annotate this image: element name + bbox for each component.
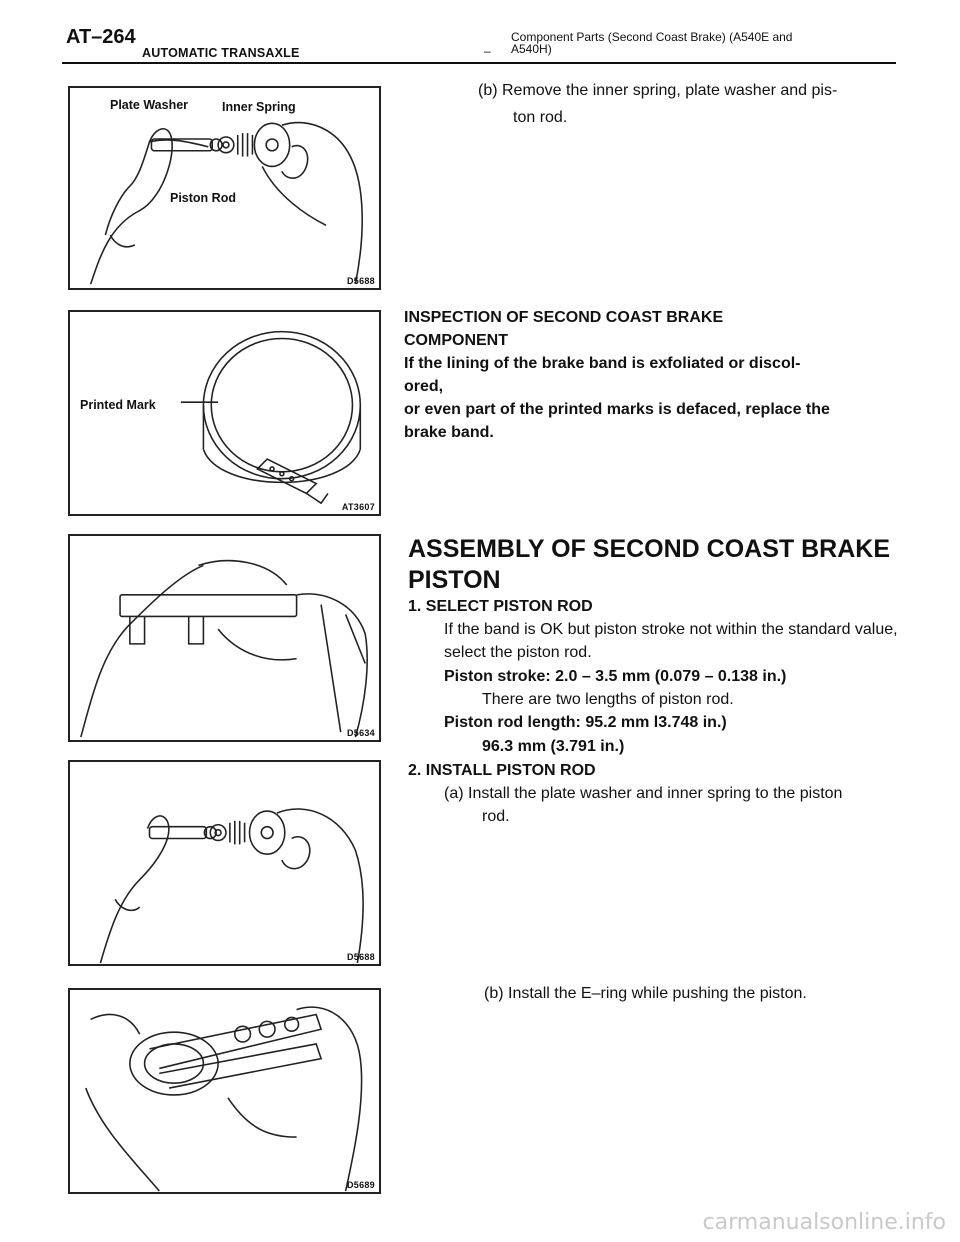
hands-piston-rod-illustration	[89, 121, 363, 285]
remove-step-line2: ton rod.	[513, 109, 568, 126]
figure-code: D5688	[346, 952, 375, 962]
caliper-hands-illustration	[80, 559, 368, 738]
step2b-text: (b) Install the E–ring while pushing the…	[484, 985, 807, 1002]
piston-rod-length-alt: 96.3 mm (3.791 in.)	[482, 738, 625, 755]
header-rule	[62, 62, 896, 64]
header-separator: –	[484, 44, 491, 58]
piston-rod-length-spec: Piston rod length: 95.2 mm l3.748 in.)	[444, 714, 727, 731]
brake-band-illustration	[180, 330, 362, 505]
figure-code: D5634	[346, 728, 375, 738]
piston-stroke-spec: Piston stroke: 2.0 – 3.5 mm (0.079 – 0.1…	[444, 668, 787, 685]
figure-code: D5688	[346, 276, 375, 286]
page-number: AT–264	[66, 26, 136, 48]
figure-install-ering: D5689	[68, 988, 381, 1194]
assembly-title-line1: ASSEMBLY OF SECOND COAST BRAKE	[408, 535, 891, 563]
pliers-ering-illustration	[85, 1006, 363, 1192]
step2a-line2: rod.	[482, 808, 510, 825]
callout-plate-washer: Plate Washer	[110, 98, 189, 112]
section-title: AUTOMATIC TRANSAXLE	[142, 46, 300, 60]
figure-install-washer: D5688	[68, 760, 381, 966]
figure-caliper-measure: D5634	[68, 534, 381, 742]
inspection-text-line5: or even part of the printed marks is def…	[404, 401, 830, 418]
inspection-text-line3: If the lining of the brake band is exfol…	[404, 355, 801, 372]
figure-code: D5689	[346, 1180, 375, 1190]
figure-remove-spring: Plate Washer Inner Spring Piston Rod D56…	[68, 86, 381, 290]
callout-printed-mark: Printed Mark	[80, 398, 156, 412]
figure-brake-band: Printed Mark AT3607	[68, 310, 381, 516]
header-subtitle: Component Parts (Second Coast Brake) (A5…	[511, 31, 811, 55]
assembly-title: ASSEMBLY OF SECOND COAST BRAKE PISTON	[408, 534, 890, 596]
header-subtitle-line2: A540H)	[511, 42, 552, 56]
hands-install-illustration	[99, 808, 364, 964]
callout-inner-spring: Inner Spring	[222, 100, 296, 114]
step1-text-line2: select the piston rod.	[444, 644, 592, 661]
inspection-heading-line2: COMPONENT	[404, 332, 508, 349]
step2-heading: 2. INSTALL PISTON ROD	[408, 762, 596, 779]
inspection-text-line4: ored,	[404, 378, 444, 395]
piston-rod-lengths-note: There are two lengths of piston rod.	[482, 691, 734, 708]
step2a-line1: (a) Install the plate washer and inner s…	[444, 785, 843, 802]
figure-code: AT3607	[341, 502, 375, 512]
remove-step-line1: (b) Remove the inner spring, plate washe…	[478, 82, 838, 99]
step1-heading: 1. SELECT PISTON ROD	[408, 598, 593, 615]
inspection-heading-line1: INSPECTION OF SECOND COAST BRAKE	[404, 309, 724, 326]
callout-piston-rod: Piston Rod	[170, 191, 236, 205]
watermark: carmanualsonline.info	[702, 1210, 946, 1235]
inspection-text-line6: brake band.	[404, 424, 494, 441]
header-subtitle-line1: Component Parts (Second Coast Brake) (A5…	[511, 30, 793, 44]
assembly-title-line2: PISTON	[408, 566, 501, 594]
step1-text-line1: If the band is OK but piston stroke not …	[444, 621, 898, 638]
